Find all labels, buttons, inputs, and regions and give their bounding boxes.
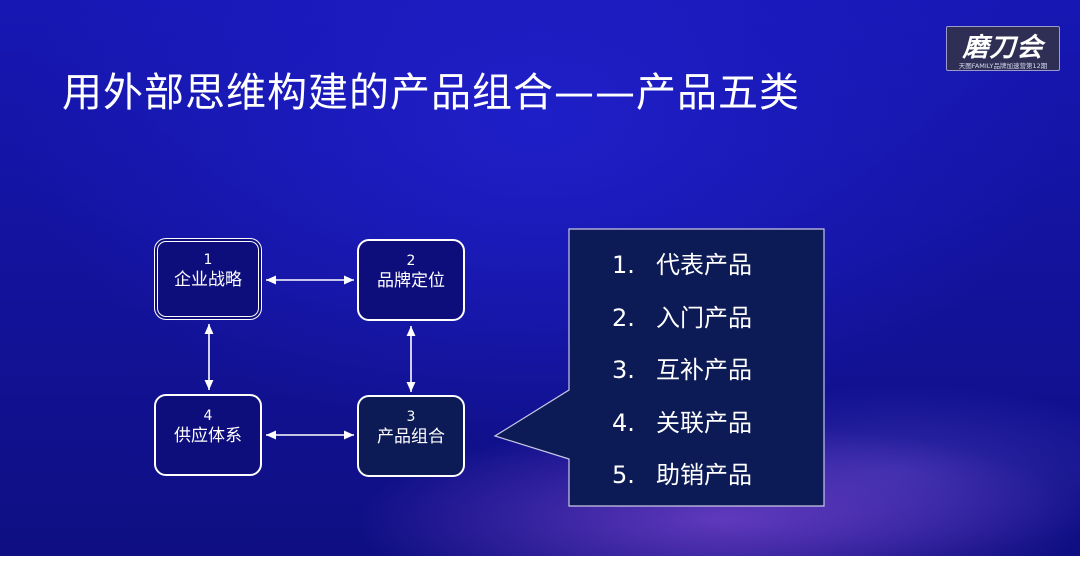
node-number: 2	[406, 253, 416, 269]
list-item-label: 互补产品	[656, 356, 752, 384]
list-item: 1. 代表产品	[612, 243, 752, 296]
slide-title: 用外部思维构建的产品组合——产品五类	[62, 70, 800, 116]
node-corporate-strategy: 1 企业战略	[154, 238, 262, 320]
list-item: 5. 助销产品	[612, 453, 752, 506]
logo-subtitle: 天图FAMILY品牌加速营第12期	[958, 62, 1048, 70]
list-item-label: 入门产品	[656, 303, 752, 332]
node-label: 企业战略	[174, 270, 242, 290]
node-supply-system: 4 供应体系	[154, 394, 262, 476]
list-item-number: 1.	[612, 251, 635, 279]
list-item-number: 4.	[612, 408, 635, 437]
brand-logo: 磨刀会 天图FAMILY品牌加速营第12期	[946, 26, 1060, 71]
list-item-number: 3.	[612, 356, 635, 384]
node-label: 产品组合	[377, 427, 445, 447]
list-item: 4. 关联产品	[612, 401, 752, 454]
node-brand-positioning: 2 品牌定位	[357, 239, 465, 321]
list-item-label: 关联产品	[656, 408, 752, 437]
node-label: 供应体系	[174, 426, 242, 446]
node-number: 1	[203, 252, 213, 268]
product-type-list: 1. 代表产品 2. 入门产品 3. 互补产品 4. 关联产品 5. 助销产品	[612, 243, 752, 506]
list-item: 3. 互补产品	[612, 348, 752, 401]
node-product-portfolio: 3 产品组合	[357, 395, 465, 477]
list-item-label: 助销产品	[656, 461, 752, 489]
list-item-number: 5.	[612, 461, 635, 489]
node-label: 品牌定位	[377, 271, 445, 291]
node-number: 3	[406, 409, 416, 425]
logo-text: 磨刀会	[962, 33, 1044, 63]
list-item-label: 代表产品	[656, 251, 752, 279]
list-item: 2. 入门产品	[612, 296, 752, 349]
list-item-number: 2.	[612, 303, 635, 332]
node-number: 4	[203, 408, 213, 424]
